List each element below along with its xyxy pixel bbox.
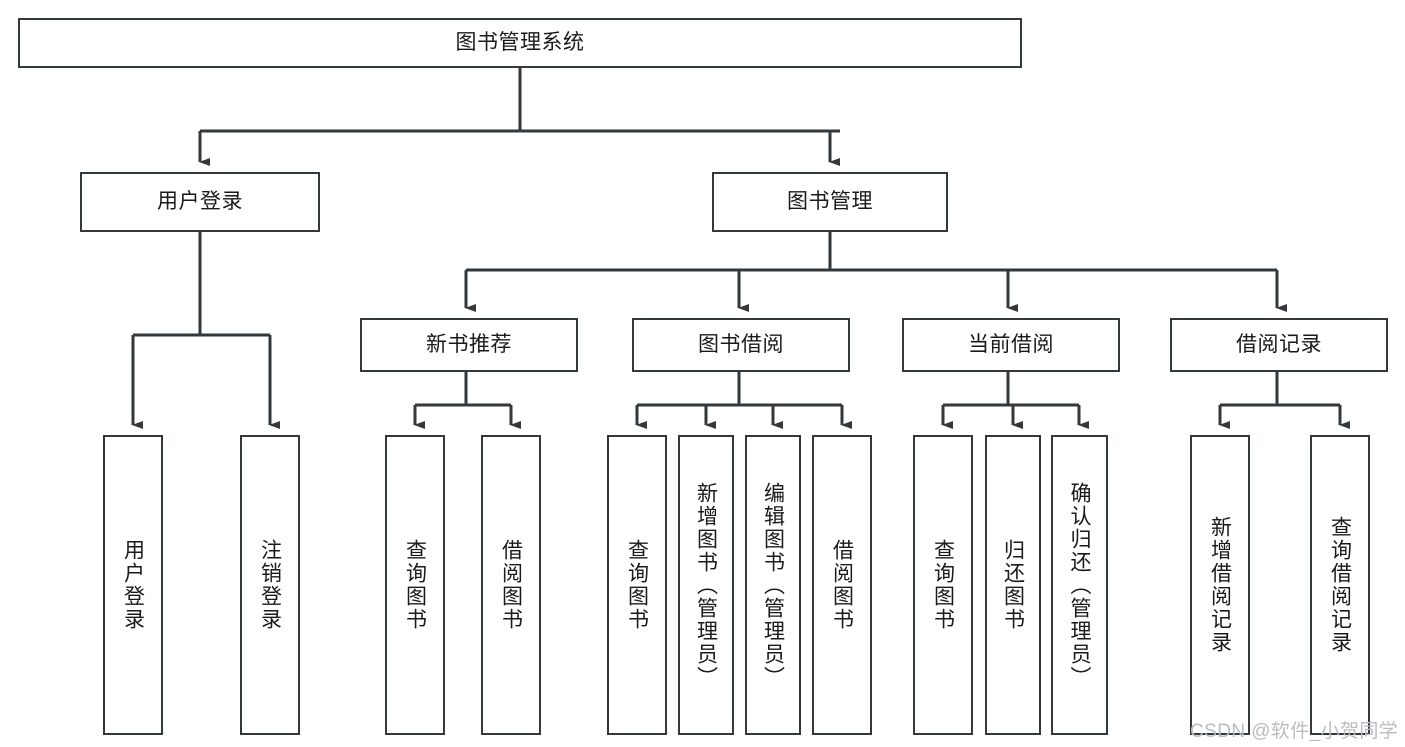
- node-label: 注销登录: [258, 539, 282, 631]
- node-label: 归还图书: [1001, 539, 1025, 631]
- node-label: 借阅图书: [499, 539, 523, 631]
- node-newbook[interactable]: 新书推荐: [360, 318, 578, 372]
- node-records[interactable]: 借阅记录: [1170, 318, 1388, 372]
- node-b2[interactable]: 新增图书（管理员）: [678, 435, 734, 735]
- node-b3[interactable]: 编辑图书（管理员）: [745, 435, 801, 735]
- node-label: 查询图书: [931, 539, 955, 631]
- node-b4[interactable]: 借阅图书: [812, 435, 872, 735]
- node-label: 当前借阅: [968, 333, 1054, 357]
- node-r2[interactable]: 查询借阅记录: [1310, 435, 1370, 735]
- node-n2[interactable]: 借阅图书: [481, 435, 541, 735]
- node-label: 借阅图书: [830, 539, 854, 631]
- node-root[interactable]: 图书管理系统: [18, 18, 1022, 68]
- node-l2[interactable]: 注销登录: [240, 435, 300, 735]
- node-c1[interactable]: 查询图书: [913, 435, 973, 735]
- node-login[interactable]: 用户登录: [80, 172, 320, 232]
- node-label: 新书推荐: [426, 333, 512, 357]
- node-current[interactable]: 当前借阅: [902, 318, 1120, 372]
- node-label: 借阅记录: [1236, 333, 1322, 357]
- node-label: 查询图书: [403, 539, 427, 631]
- node-label: 查询图书: [625, 539, 649, 631]
- node-label: 用户登录: [121, 539, 145, 631]
- node-label: 编辑图书（管理员）: [761, 481, 785, 689]
- node-label: 用户登录: [157, 190, 243, 214]
- node-label: 图书管理: [787, 190, 873, 214]
- node-l1[interactable]: 用户登录: [103, 435, 163, 735]
- node-b1[interactable]: 查询图书: [607, 435, 667, 735]
- node-n1[interactable]: 查询图书: [385, 435, 445, 735]
- node-r1[interactable]: 新增借阅记录: [1190, 435, 1250, 735]
- node-label: 图书借阅: [698, 333, 784, 357]
- node-bookmgr[interactable]: 图书管理: [712, 172, 948, 232]
- node-c2[interactable]: 归还图书: [985, 435, 1041, 735]
- node-borrow[interactable]: 图书借阅: [632, 318, 850, 372]
- csdn-watermark: CSDN @软件_小贺同学: [1190, 721, 1399, 742]
- node-label: 确认归还（管理员）: [1068, 481, 1091, 689]
- node-label: 新增借阅记录: [1208, 516, 1232, 654]
- node-c3[interactable]: 确认归还（管理员）: [1051, 435, 1108, 735]
- node-label: 查询借阅记录: [1328, 516, 1352, 654]
- node-label: 新增图书（管理员）: [694, 481, 718, 689]
- node-label: 图书管理系统: [455, 31, 585, 55]
